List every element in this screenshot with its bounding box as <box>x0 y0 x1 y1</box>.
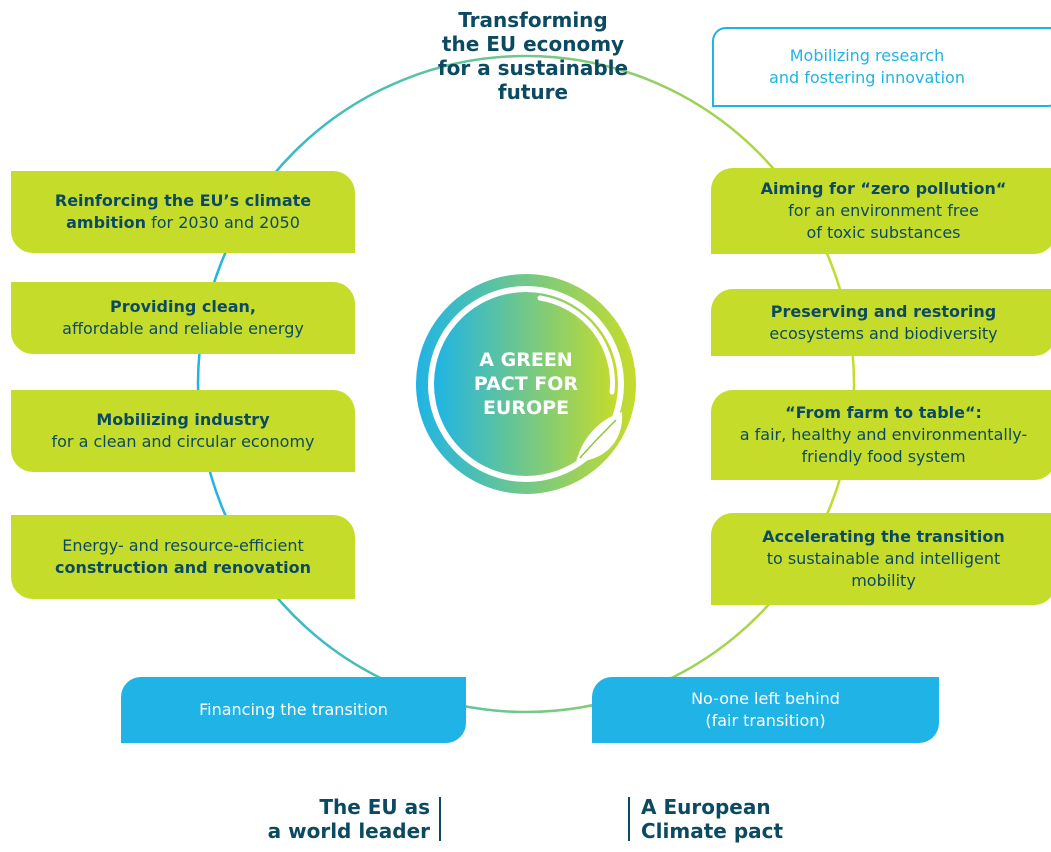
construction-line-2: construction and renovation <box>55 558 311 577</box>
research-line-1: Mobilizing research <box>789 46 945 65</box>
climate-ambition-rest: for 2030 and 2050 <box>146 213 300 232</box>
financing-text: Financing the transition <box>199 700 388 719</box>
industry-line-2: for a clean and circular economy <box>51 432 315 451</box>
research-line-2: and fostering innovation <box>769 68 965 87</box>
climate-pact-line-1: A European <box>641 795 771 819</box>
industry-line-1: Mobilizing industry <box>96 410 270 429</box>
title-line-1: Transforming <box>458 8 608 32</box>
mobility-line-1: Accelerating the transition <box>762 527 1005 546</box>
fair-transition-line-1: No-one left behind <box>691 689 840 708</box>
climate-ambition-line-1: Reinforcing the EU’s climate <box>54 191 312 210</box>
mobility-box: Accelerating the transition to sustainab… <box>711 513 1051 605</box>
world-leader-label: The EU as a world leader <box>250 795 430 843</box>
climate-ambition-box: Reinforcing the EU’s climate ambition fo… <box>11 171 355 253</box>
zero-pollution-line-3: of toxic substances <box>806 223 961 242</box>
clean-energy-line-2: affordable and reliable energy <box>62 319 304 338</box>
clean-energy-line-1: Providing clean, <box>110 297 256 316</box>
title-line-2: the EU economy <box>441 32 625 56</box>
farm-to-table-box: “From farm to table“: a fair, healthy an… <box>711 390 1051 480</box>
climate-pact-divider <box>628 797 630 841</box>
research-innovation-box: Mobilizing research and fostering innova… <box>712 27 1051 107</box>
zero-pollution-line-1: Aiming for “zero pollution“ <box>760 179 1007 198</box>
climate-ambition-line-2: ambition for 2030 and 2050 <box>66 212 300 234</box>
center-label: A GREEN PACT FOR EUROPE <box>436 294 616 474</box>
construction-line-1: Energy- and resource-efficient <box>62 536 304 555</box>
farm-to-table-line-1: “From farm to table“: <box>785 403 982 422</box>
farm-to-table-line-2: a fair, healthy and environmentally- <box>739 425 1028 444</box>
center-line-2: PACT FOR <box>473 373 579 395</box>
zero-pollution-line-2: for an environment free <box>788 201 979 220</box>
title-line-4: future <box>497 80 569 104</box>
world-leader-line-1: The EU as <box>319 795 430 819</box>
biodiversity-line-1: Preserving and restoring <box>770 301 997 321</box>
climate-pact-label: A European Climate pact <box>641 795 841 843</box>
biodiversity-box: Preserving and restoring ecosystems and … <box>711 289 1051 356</box>
world-leader-line-2: a world leader <box>267 819 430 843</box>
industry-box: Mobilizing industry for a clean and circ… <box>11 390 355 472</box>
center-line-3: EUROPE <box>482 397 570 419</box>
fair-transition-box: No-one left behind (fair transition) <box>592 677 939 743</box>
fair-transition-line-2: (fair transition) <box>705 711 826 730</box>
center-line-1: A GREEN <box>479 349 573 371</box>
clean-energy-box: Providing clean, affordable and reliable… <box>11 282 355 354</box>
construction-box: Energy- and resource-efficient construct… <box>11 515 355 599</box>
farm-to-table-line-3: friendly food system <box>801 447 966 466</box>
climate-ambition-bold: ambition <box>66 213 147 232</box>
title-line-3: for a sustainable <box>437 56 629 80</box>
world-leader-divider <box>439 797 441 841</box>
mobility-line-3: mobility <box>851 571 916 590</box>
mobility-line-2: to sustainable and intelligent <box>766 549 1001 568</box>
financing-box: Financing the transition <box>121 677 466 743</box>
diagram-title: Transforming the EU economy for a sustai… <box>420 8 646 104</box>
zero-pollution-box: Aiming for “zero pollution“ for an envir… <box>711 168 1051 254</box>
climate-pact-line-2: Climate pact <box>641 819 784 843</box>
biodiversity-line-2: ecosystems and biodiversity <box>769 323 998 343</box>
